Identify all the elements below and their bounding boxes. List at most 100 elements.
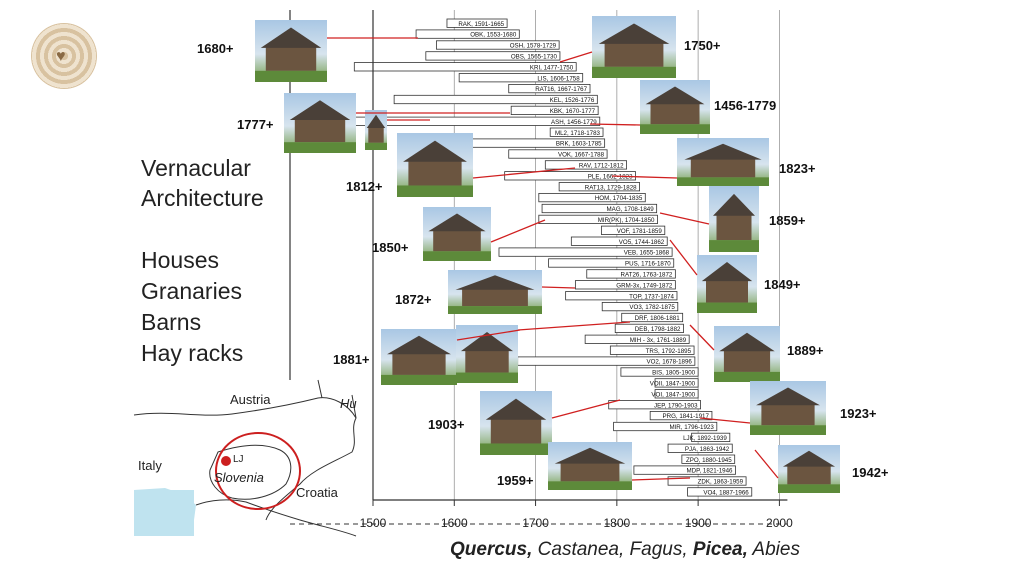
year-label-1872: 1872+ <box>395 292 432 307</box>
timeline-bar-label: VOI, 1847-1900 <box>651 391 695 398</box>
timeline-bar <box>649 410 713 421</box>
year-label-1959: 1959+ <box>497 473 534 488</box>
timeline-bar <box>458 73 584 83</box>
timeline-bar-label: RAV, 1712-1812 <box>579 163 624 170</box>
timeline-bar-label: PJA, 1863-1942 <box>685 446 730 453</box>
map-label-hungary: Hu <box>340 396 357 411</box>
timeline-bar-label: VOF, 1781-1859 <box>617 228 663 235</box>
timeline-bar <box>574 280 676 290</box>
timeline-bar-label: VOK, 1667-1788 <box>558 152 605 159</box>
year-label-1823: 1823+ <box>779 161 816 176</box>
timeline-bar-label: JEP, 1790-1903 <box>654 402 698 409</box>
timeline-bar-label: TOP, 1737-1874 <box>629 293 674 300</box>
timeline-bar-label: LJK, 1892-1939 <box>683 435 727 442</box>
timeline-bar-label: GRM-3x, 1749-1872 <box>616 282 673 289</box>
timeline-bar <box>620 367 699 377</box>
timeline-bar <box>353 62 577 72</box>
timeline-bar <box>633 465 736 475</box>
ljubljana-marker <box>221 456 231 466</box>
timeline-bar-label: MIR(PK), 1704-1850 <box>598 217 655 224</box>
timeline-bar-label: VO5, 1744-1862 <box>619 239 665 246</box>
timeline-bar <box>654 389 699 399</box>
timeline-bar-label: OBS, 1565-1730 <box>511 54 558 61</box>
x-tick-label-1900: 1900 <box>685 516 712 530</box>
x-tick-label-1800: 1800 <box>603 516 630 530</box>
timeline-bar-label: RAT13, 1729-1828 <box>585 184 637 191</box>
timeline-bar-label: LIS, 1606-1758 <box>537 75 580 82</box>
x-tick-label-2000: 2000 <box>766 516 793 530</box>
timeline-bar-label: OSH, 1578-1729 <box>510 43 557 50</box>
timeline-bar-label: ZDK, 1863-1959 <box>698 479 744 486</box>
timeline-bar-label: MIH - 3x, 1761-1889 <box>630 337 687 344</box>
northern-border <box>133 397 357 521</box>
type-hay-racks: Hay racks <box>141 340 244 366</box>
x-tick-label-1700: 1700 <box>522 516 549 530</box>
year-label-1750: 1750+ <box>684 38 721 53</box>
species-castanea-fagus: Castanea, Fagus, <box>532 539 693 560</box>
type-houses: Houses <box>141 247 219 273</box>
map-label-slovenia: Slovenia <box>214 470 264 485</box>
timeline-bar <box>508 84 591 94</box>
croatia-border <box>195 499 357 537</box>
timeline-bar-label: RAT26, 1763-1872 <box>621 272 673 279</box>
map-label-italy: Italy <box>138 458 162 473</box>
timeline-bar-label: PLE, 1662-1823 <box>588 173 633 180</box>
timeline-bar <box>681 454 736 464</box>
slovenia-border <box>209 444 292 500</box>
year-label-1812: 1812+ <box>346 179 383 194</box>
timeline-bar-label: DEB, 1798-1882 <box>635 326 681 333</box>
timeline-bar <box>621 312 684 323</box>
year-label-1903: 1903+ <box>428 417 465 432</box>
timeline-bar-label: VO2, 1678-1896 <box>646 359 692 366</box>
heart-icon: ♥ <box>56 48 66 65</box>
timeline-bar-label: MAG, 1708-1849 <box>607 206 655 213</box>
year-label-1859: 1859+ <box>769 213 806 228</box>
timeline-bar <box>600 225 666 235</box>
type-barns: Barns <box>141 309 202 335</box>
timeline-bar-label: RAK, 1591-1665 <box>458 21 504 28</box>
timeline-bar <box>667 476 747 486</box>
wood-species-caption: Quercus, Castanea, Fagus, Picea, Abies <box>450 539 800 561</box>
map-label-ljubljana: LJ <box>233 454 244 465</box>
title-line-1: Vernacular <box>141 155 251 181</box>
timeline-bar-label: BRK, 1603-1785 <box>556 141 602 148</box>
timeline-bar <box>544 160 627 170</box>
tree-ring-logo-icon: ♥ <box>31 23 97 89</box>
x-tick-label-1600: 1600 <box>441 516 468 530</box>
timeline-bar-label: ML2, 1718-1783 <box>555 130 601 137</box>
timeline-bar-label: VOII, 1847-1900 <box>650 381 696 388</box>
timeline-bar <box>613 421 718 432</box>
year-label-1881: 1881+ <box>333 352 370 367</box>
timeline-bar <box>538 192 646 203</box>
timeline-bar-label: MIR, 1796-1923 <box>669 424 714 431</box>
year-label-1680: 1680+ <box>197 41 234 56</box>
timeline-bar-label: VO4, 1887-1966 <box>703 490 749 497</box>
slovenia-highlight-circle <box>215 432 301 510</box>
timeline-bar <box>691 432 731 443</box>
timeline-bar-label: OBK, 1553-1680 <box>470 32 517 39</box>
species-quercus: Quercus, <box>450 539 533 560</box>
year-label-1942: 1942+ <box>852 465 889 480</box>
timeline-bar <box>565 291 678 301</box>
timeline-bar-label: HOM, 1704-1835 <box>595 195 643 202</box>
timeline-bar <box>687 487 753 497</box>
map-label-austria: Austria <box>230 392 271 407</box>
species-picea: Picea, <box>692 539 748 560</box>
timeline-bar-label: TRS, 1792-1895 <box>646 348 692 355</box>
eastern-border <box>317 379 357 419</box>
year-label-1889: 1889+ <box>787 343 824 358</box>
timeline-bar <box>667 443 733 453</box>
timeline-bar <box>435 40 560 50</box>
timeline-bar-label: ASH, 1456-1779 <box>551 119 597 126</box>
year-label-1777: 1777+ <box>237 117 274 132</box>
x-tick-label-1500: 1500 <box>360 516 387 530</box>
timeline-bar-label: ZPO, 1880-1945 <box>686 457 732 464</box>
timeline-bar-label: MDP, 1821-1946 <box>687 468 734 475</box>
title-line-2: Architecture <box>141 185 264 211</box>
timeline-bar <box>541 203 658 214</box>
timeline-bar-label: KRI, 1477-1750 <box>530 64 574 71</box>
timeline-bar <box>601 301 679 312</box>
timeline-bar-label: KBK, 1670-1777 <box>550 108 596 115</box>
